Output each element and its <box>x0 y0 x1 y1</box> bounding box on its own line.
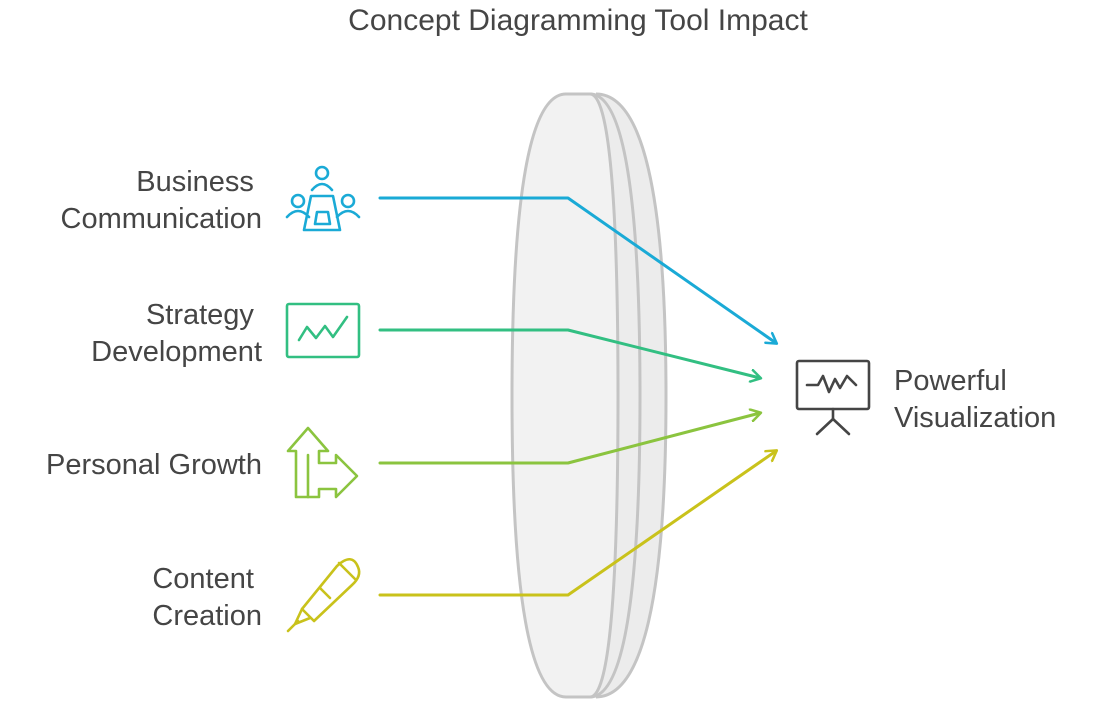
input-label-strategy-line1: Strategy <box>146 299 254 331</box>
output-label-line2: Visualization <box>894 402 1056 434</box>
connector-strategy-development <box>378 328 760 378</box>
input-label-business-line1: Business <box>136 166 254 198</box>
connector-content-creation <box>378 451 776 597</box>
meeting-people-icon <box>285 165 361 232</box>
output-label-line1: Powerful <box>894 365 1007 397</box>
input-label-content-line2: Creation <box>152 600 262 632</box>
diagram-title: Concept Diagramming Tool Impact <box>348 4 808 37</box>
lens <box>510 92 668 699</box>
input-label-strategy-line2: Development <box>91 336 262 368</box>
output-label: Powerful Visualization <box>894 365 1056 434</box>
growth-chart-board-icon <box>285 302 361 359</box>
input-label-strategy: Strategy Development <box>91 299 262 368</box>
branching-arrows-icon <box>286 426 359 499</box>
input-label-business-line2: Communication <box>61 203 262 235</box>
input-label-personal-growth-line1: Personal Growth <box>46 449 262 481</box>
input-label-content-line1: Content <box>152 563 254 595</box>
connector-personal-growth <box>378 413 760 465</box>
connectors <box>378 196 776 597</box>
input-label-business: Business Communication <box>61 166 262 235</box>
connector-business-communication <box>378 196 776 343</box>
presentation-board-icon <box>795 359 871 436</box>
lens-front <box>510 92 620 699</box>
input-label-personal-growth: Personal Growth <box>46 449 262 481</box>
pen-icon <box>286 557 361 633</box>
lens-middle <box>589 92 642 699</box>
input-label-content: Content Creation <box>152 563 262 632</box>
